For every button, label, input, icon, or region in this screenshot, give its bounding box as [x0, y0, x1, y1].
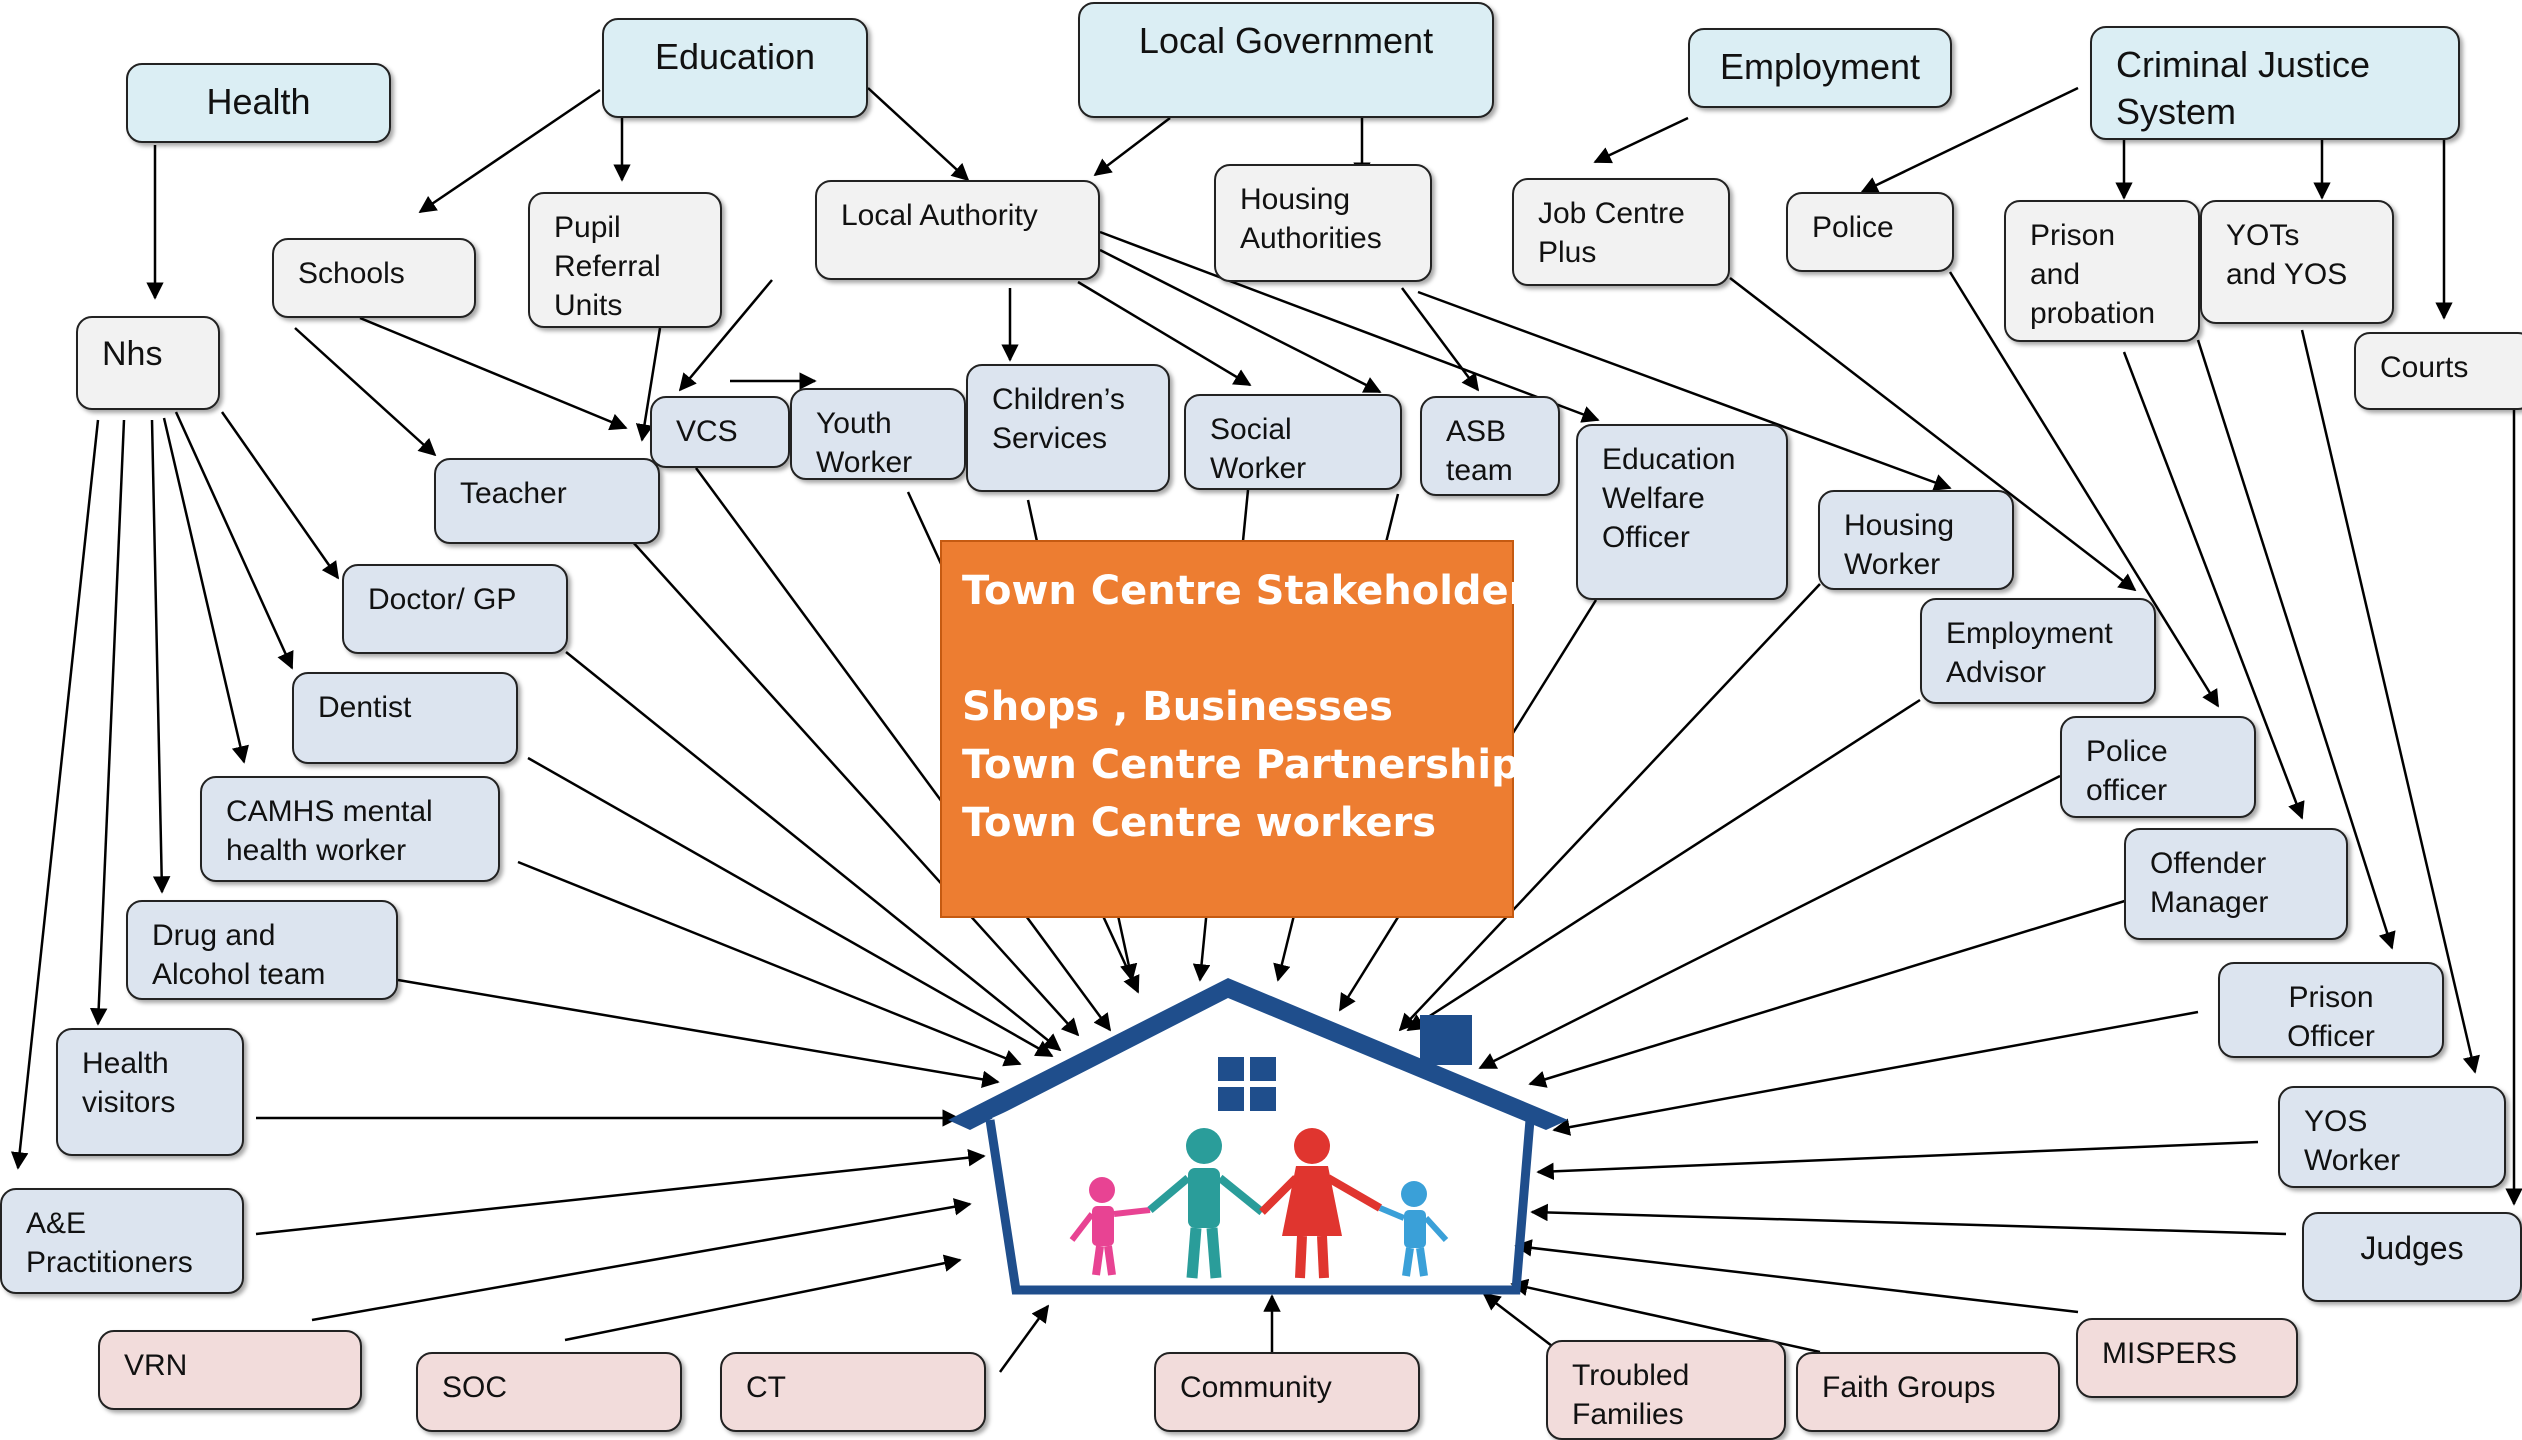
arrow-schools-vcs: [359, 316, 628, 431]
category-health: Health: [126, 63, 391, 143]
arrow-localgov-la: [1093, 117, 1171, 177]
family-figures-icon: [1069, 1128, 1449, 1279]
centre-line-partnerships: Town Centre Partnerships: [962, 742, 1544, 788]
arrow-judges-house: [1530, 1203, 2287, 1236]
group-vrn: VRN: [98, 1330, 362, 1410]
worker-asb-team: ASB team: [1420, 396, 1560, 496]
arrow-nhs-dentist: [174, 411, 294, 670]
worker-teacher: Teacher: [434, 458, 660, 544]
arrow-la-social2: [1099, 248, 1382, 394]
group-faith-groups: Faith Groups: [1796, 1352, 2060, 1432]
arrow-prison-prisonofficer: [2196, 339, 2396, 950]
org-police: Police: [1786, 192, 1954, 272]
worker-education-welfare-officer: Education Welfare Officer: [1576, 424, 1788, 600]
arrow-soc-house: [564, 1254, 962, 1342]
arrow-education-schools: [418, 88, 601, 214]
arrow-cjs-police: [1860, 86, 2079, 194]
org-yots-yos: YOTs and YOS: [2200, 200, 2394, 324]
group-community: Community: [1154, 1352, 1420, 1432]
category-local-government: Local Government: [1078, 2, 1494, 118]
arrow-housing-hw: [1417, 290, 1952, 491]
worker-dentist: Dentist: [292, 672, 518, 764]
arrow-mispers-house: [1514, 1239, 2079, 1314]
town-centre-stakeholders-box: Town Centre Stakeholders: Shops , Busine…: [940, 540, 1569, 918]
arrow-employment-jobcentre: [1593, 116, 1689, 164]
house-illustration: [948, 978, 1568, 1295]
group-soc: SOC: [416, 1352, 682, 1432]
arrow-nhs-camhs: [162, 417, 249, 764]
house-chimney: [1420, 1015, 1472, 1065]
arrow-nhs-drug: [150, 419, 171, 894]
org-local-authority: Local Authority: [815, 180, 1100, 280]
arrow-gp-house: [565, 651, 1062, 1052]
arrow-drug-house: [397, 978, 1000, 1088]
worker-doctor-gp: Doctor/ GP: [342, 564, 568, 654]
worker-offender-manager: Offender Manager: [2124, 828, 2348, 940]
worker-camhs: CAMHS mental health worker: [200, 776, 500, 882]
arrow-camhs-house: [517, 860, 1022, 1067]
arrow-dentist-house: [527, 756, 1054, 1058]
window-icon: [1218, 1057, 1276, 1111]
arrow-vrn-house: [311, 1198, 972, 1322]
arrow-la-vcs: [678, 279, 773, 392]
worker-ae-practitioners: A&E Practitioners: [0, 1188, 244, 1294]
arrow-pru-teacher: [635, 327, 662, 442]
arrow-offender-house: [1528, 898, 2129, 1088]
org-nhs: Nhs: [76, 316, 220, 410]
centre-line-workers: Town Centre workers: [962, 800, 1437, 846]
org-courts: Courts: [2354, 332, 2522, 410]
arrow-ae-house: [255, 1148, 986, 1236]
org-schools: Schools: [272, 238, 476, 318]
worker-yos-worker: YOS Worker: [2278, 1086, 2506, 1188]
worker-housing-worker: Housing Worker: [1818, 490, 2014, 590]
category-education: Education: [602, 18, 868, 118]
worker-prison-officer: Prison Officer: [2218, 962, 2444, 1058]
arrow-yos-house: [1536, 1140, 2259, 1181]
org-pupil-referral-units: Pupil Referral Units: [528, 192, 722, 328]
arrow-schools-teacher: [294, 327, 437, 457]
worker-social-worker: Social Worker: [1184, 394, 1402, 490]
group-troubled-families: Troubled Families: [1546, 1340, 1786, 1440]
arrow-nhs-hv: [89, 419, 126, 1026]
category-criminal-justice: Criminal Justice System: [2090, 26, 2460, 140]
house-body-outline: [985, 1119, 1535, 1295]
worker-employment-advisor: Employment Advisor: [1920, 598, 2156, 704]
arrow-la-ewo: [1099, 230, 1600, 423]
worker-drug-alcohol-team: Drug and Alcohol team: [126, 900, 398, 1000]
centre-title: Town Centre Stakeholders:: [962, 568, 1569, 614]
arrow-police-officer: [1948, 271, 2220, 708]
house-roof: [948, 978, 1568, 1130]
worker-police-officer: Police officer: [2060, 716, 2256, 818]
arrow-empadvisor-house: [1406, 698, 1921, 1032]
arrow-hw-house: [1398, 583, 1821, 1032]
org-housing-authorities: Housing Authorities: [1214, 164, 1432, 282]
worker-childrens-services: Children’s Services: [966, 364, 1170, 492]
arrow-yots-yosworker: [2300, 329, 2480, 1074]
arrow-nhs-gp: [220, 411, 340, 580]
group-ct: CT: [720, 1352, 986, 1432]
arrow-education-la: [867, 87, 970, 182]
arrow-policeofficer-house: [1478, 774, 2061, 1070]
category-employment: Employment: [1688, 28, 1952, 108]
arrow-housing-asb: [1400, 287, 1480, 392]
worker-youth-worker: Youth Worker: [790, 388, 966, 480]
arrow-prison-offender: [2122, 351, 2305, 820]
worker-health-visitors: Health visitors: [56, 1028, 244, 1156]
group-mispers: MISPERS: [2076, 1318, 2298, 1398]
arrow-ct-house: [998, 1304, 1050, 1373]
org-job-centre-plus: Job Centre Plus: [1512, 178, 1730, 286]
house-walls: [992, 1012, 1510, 1132]
arrow-nhs-ae: [10, 419, 100, 1170]
centre-line-shops: Shops , Businesses: [962, 684, 1393, 730]
worker-judges: Judges: [2302, 1212, 2522, 1302]
arrow-teacher-house: [621, 529, 1080, 1037]
arrow-jcp-empadvisor: [1729, 277, 2137, 592]
arrow-prisonofficer-house: [1552, 1010, 2199, 1136]
arrow-troubled-house: [1482, 1292, 1553, 1347]
org-prison-probation: Prison and probation: [2004, 200, 2200, 342]
arrow-vcs-house: [694, 467, 1112, 1032]
worker-vcs: VCS: [650, 396, 790, 468]
arrow-la-social: [1077, 280, 1252, 387]
